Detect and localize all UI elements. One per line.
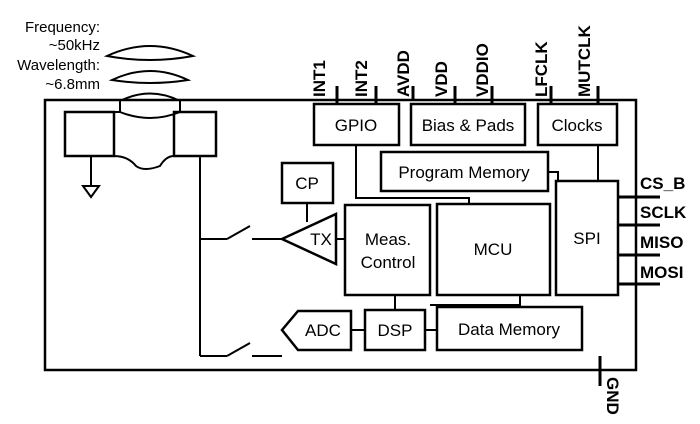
- pin-int2: INT2: [352, 60, 371, 97]
- spi-block: [554, 179, 620, 297]
- transducer: [63, 100, 218, 199]
- rx-switch-blade: [226, 342, 251, 357]
- transducer-right-electrode: [172, 110, 218, 158]
- pin-gnd: GND: [603, 377, 622, 415]
- adc-label: ADC: [305, 321, 341, 340]
- tx-switch-blade: [226, 225, 251, 240]
- dsp-block: [363, 308, 427, 352]
- pin-mutclk: MUTCLK: [575, 25, 594, 97]
- pin-avdd: AVDD: [394, 50, 413, 97]
- program-memory-block: [379, 150, 550, 193]
- wavelength-label: Wavelength:: [17, 57, 100, 74]
- dsp-label: DSP: [378, 321, 413, 340]
- wave-arc-1: [103, 45, 197, 61]
- data-memory-block: [435, 305, 584, 352]
- pin-vdd: VDD: [432, 61, 451, 97]
- progmem-to-spi: [548, 171, 559, 181]
- clocks-label: Clocks: [551, 116, 602, 135]
- pin-vddio: VDDIO: [473, 43, 492, 97]
- frequency-label: Frequency:: [25, 19, 100, 36]
- mcu-block: [435, 202, 552, 297]
- data-memory-label: Data Memory: [458, 320, 561, 339]
- transducer-left-electrode: [63, 110, 116, 158]
- top-pins: INT1 INT2 AVDD VDD VDDIO LFCLK MUTCLK: [310, 25, 600, 104]
- bias-pads-label: Bias & Pads: [422, 116, 515, 135]
- right-pins: CS_B SCLK MISO MOSI: [618, 174, 687, 286]
- gpio-to-mcu: [355, 145, 470, 204]
- meas-control-label-line1: Meas.: [365, 230, 411, 249]
- pin-mosi: MOSI: [640, 263, 683, 282]
- cp-block: [280, 161, 335, 205]
- pin-int1: INT1: [310, 60, 329, 97]
- ground-symbol: [81, 185, 101, 199]
- spi-label: SPI: [573, 229, 600, 248]
- pin-cs-b: CS_B: [640, 174, 685, 193]
- wave-arc-2: [108, 70, 192, 84]
- wavelength-value: ~6.8mm: [45, 76, 100, 93]
- frequency-value: ~50kHz: [49, 37, 100, 54]
- wiring: [199, 145, 599, 357]
- tx-amplifier: [279, 212, 338, 266]
- adc-block: [280, 309, 353, 352]
- tx-label: TX: [310, 230, 332, 249]
- bias-pads-block: [409, 102, 527, 147]
- pin-lfclk: LFCLK: [532, 41, 551, 97]
- mcu-label: MCU: [474, 240, 513, 259]
- membrane-bottom: [113, 155, 175, 170]
- pin-miso: MISO: [640, 233, 683, 252]
- clocks-block: [536, 102, 619, 147]
- program-memory-label: Program Memory: [398, 163, 530, 182]
- gpio-label: GPIO: [335, 116, 378, 135]
- wave-annotation: Frequency: ~50kHz Wavelength: ~6.8mm: [17, 19, 197, 105]
- pin-sclk: SCLK: [640, 203, 687, 222]
- cp-label: CP: [295, 174, 319, 193]
- meas-control-label-line2: Control: [361, 253, 416, 272]
- meas-control-block: [343, 203, 432, 297]
